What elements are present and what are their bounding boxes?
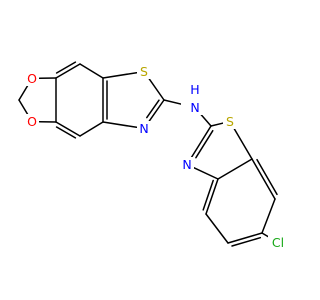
- double-bond-line: [202, 179, 214, 211]
- bond-line: [217, 158, 253, 180]
- bond-line: [18, 99, 29, 116]
- bond-line: [210, 122, 224, 127]
- nitrogen-atom-amine: N: [190, 100, 199, 115]
- bond-line: [199, 112, 212, 127]
- double-bond-line: [231, 236, 262, 247]
- oxygen-atom-top: O: [27, 71, 37, 86]
- double-bond-line: [55, 126, 77, 139]
- bond-line: [205, 213, 229, 244]
- bond-line: [233, 127, 253, 160]
- bond-line: [227, 232, 263, 244]
- molecule-structure: O O S N N H S N Cl: [18, 61, 288, 250]
- bond-line: [102, 121, 138, 129]
- atom-labels-layer: O O S N N H S N Cl: [25, 64, 288, 250]
- bond-line: [205, 178, 219, 215]
- double-bond-line: [195, 129, 214, 159]
- label-mask: [137, 64, 151, 79]
- label-mask: [223, 114, 237, 129]
- chlorine-atom: Cl: [272, 235, 284, 250]
- label-mask: [25, 71, 39, 86]
- bond-line: [251, 158, 276, 200]
- bond-line: [193, 166, 219, 180]
- oxygen-atom-bottom: O: [27, 114, 37, 129]
- double-bond-line: [256, 158, 278, 196]
- bond-line: [79, 121, 104, 137]
- bond-line: [147, 99, 165, 124]
- structure-canvas: O O S N N H S N Cl: [18, 61, 288, 250]
- label-mask: [180, 157, 194, 172]
- double-bond-line: [55, 61, 77, 74]
- bond-line: [261, 198, 276, 234]
- bond-line: [18, 84, 29, 101]
- bond-line: [147, 76, 165, 101]
- sulfur-atom-left: S: [140, 64, 148, 79]
- label-mask: [181, 81, 209, 115]
- bond-line: [190, 125, 212, 159]
- hydrogen-atom-amine: H: [190, 82, 199, 97]
- sulfur-atom-right: S: [226, 114, 234, 129]
- bonds-layer: [18, 61, 278, 247]
- nitrogen-atom-left-ring: N: [139, 121, 148, 136]
- label-mask: [137, 121, 151, 136]
- bond-line: [102, 71, 138, 79]
- bond-line: [55, 63, 81, 79]
- label-mask: [25, 114, 39, 129]
- label-mask: [268, 235, 288, 250]
- bond-line: [79, 63, 104, 79]
- nitrogen-atom-right-ring: N: [182, 157, 191, 172]
- double-bond-line: [146, 99, 160, 119]
- bond-line: [55, 121, 81, 137]
